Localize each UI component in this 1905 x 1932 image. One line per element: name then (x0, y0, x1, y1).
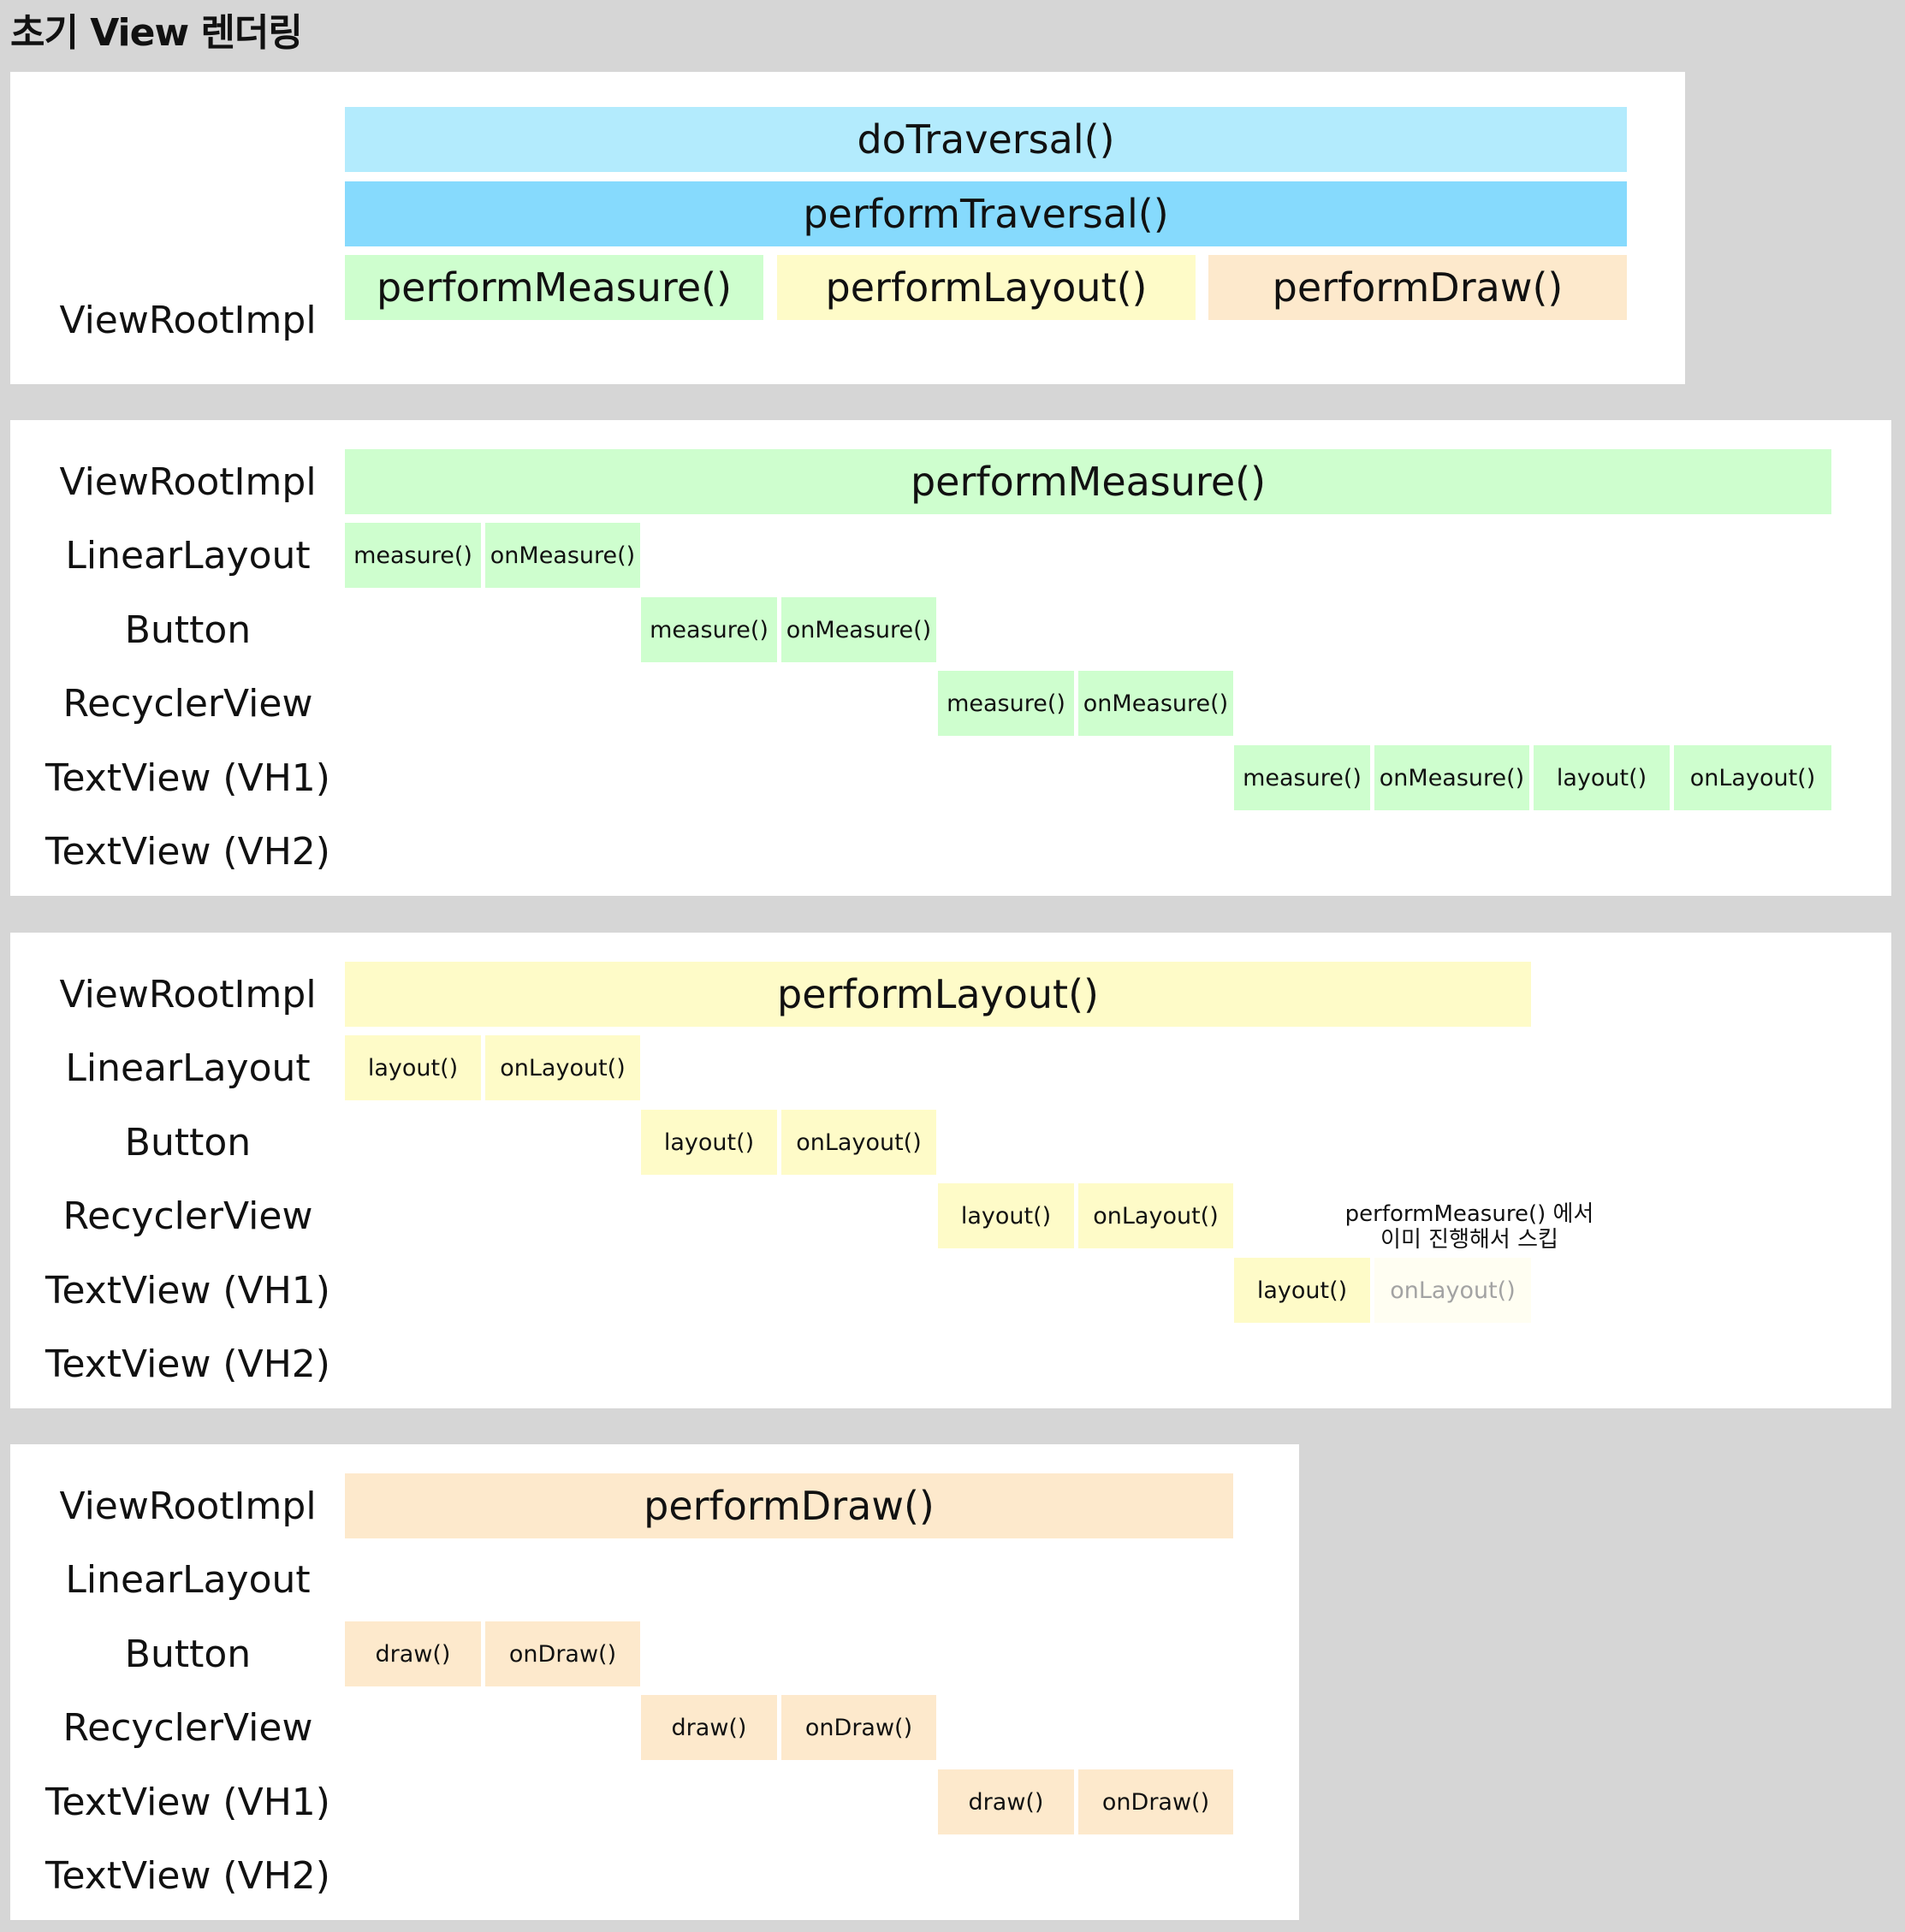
perform-traversal-block: performTraversal() (345, 181, 1627, 246)
recyclerview-ondraw-block: onDraw() (781, 1695, 936, 1760)
row-label-viewrootimpl: ViewRootImpl (59, 972, 317, 1016)
button-layout-block: layout() (641, 1110, 777, 1175)
linearlayout-layout-block: layout() (345, 1035, 481, 1100)
button-draw-block: draw() (345, 1621, 481, 1686)
layout-phase-panel: ViewRootImpl LinearLayout Button Recycle… (10, 933, 1891, 1408)
row-label-button: Button (124, 1120, 252, 1165)
row-label-linearlayout: LinearLayout (65, 1046, 311, 1090)
measure-phase-panel: ViewRootImpl LinearLayout Button Recycle… (10, 420, 1891, 896)
perform-draw-block: performDraw() (345, 1473, 1233, 1538)
vh1-measure-block: measure() (1234, 745, 1370, 810)
linearlayout-onmeasure-block: onMeasure() (485, 523, 640, 588)
perform-layout-block: performLayout() (777, 255, 1196, 320)
row-label-viewrootimpl: ViewRootImpl (59, 1484, 317, 1528)
recyclerview-layout-block: layout() (938, 1183, 1074, 1248)
perform-layout-block: performLayout() (345, 962, 1531, 1027)
row-label-viewrootimpl: ViewRootImpl (59, 459, 317, 504)
row-label-textview-vh2: TextView (VH2) (45, 1853, 330, 1898)
button-onlayout-block: onLayout() (781, 1110, 936, 1175)
button-ondraw-block: onDraw() (485, 1621, 640, 1686)
perform-measure-block: performMeasure() (345, 449, 1831, 514)
recyclerview-onmeasure-block: onMeasure() (1078, 671, 1233, 736)
row-label-linearlayout: LinearLayout (65, 1557, 311, 1602)
draw-phase-panel: ViewRootImpl LinearLayout Button Recycle… (10, 1444, 1299, 1920)
recyclerview-draw-block: draw() (641, 1695, 777, 1760)
row-label-recyclerview: RecyclerView (62, 1705, 313, 1750)
linearlayout-onlayout-block: onLayout() (485, 1035, 640, 1100)
vh1-onlayout-skipped-block: onLayout() (1374, 1258, 1531, 1323)
vh1-layout-block: layout() (1234, 1258, 1370, 1323)
do-traversal-block: doTraversal() (345, 107, 1627, 172)
row-label-textview-vh2: TextView (VH2) (45, 829, 330, 874)
button-measure-block: measure() (641, 597, 777, 662)
vh1-ondraw-block: onDraw() (1078, 1769, 1233, 1834)
row-label-button: Button (124, 607, 252, 652)
row-label-textview-vh1: TextView (VH1) (45, 756, 330, 800)
overview-panel: ViewRootImpl doTraversal() performTraver… (10, 72, 1685, 384)
diagram-title: 초기 View 렌더링 (10, 11, 303, 55)
perform-measure-block: performMeasure() (345, 255, 763, 320)
row-label-recyclerview: RecyclerView (62, 1194, 313, 1238)
row-label-recyclerview: RecyclerView (62, 681, 313, 726)
vh1-onlayout-block: onLayout() (1674, 745, 1831, 810)
vh1-layout-block: layout() (1534, 745, 1670, 810)
row-label-linearlayout: LinearLayout (65, 533, 311, 578)
skip-note: performMeasure() 에서 이미 진행해서 스킵 (1337, 1201, 1602, 1253)
row-label-textview-vh2: TextView (VH2) (45, 1342, 330, 1386)
row-label-viewrootimpl: ViewRootImpl (59, 298, 317, 342)
vh1-onmeasure-block: onMeasure() (1374, 745, 1529, 810)
recyclerview-onlayout-block: onLayout() (1078, 1183, 1233, 1248)
row-label-button: Button (124, 1632, 252, 1676)
row-label-textview-vh1: TextView (VH1) (45, 1780, 330, 1824)
recyclerview-measure-block: measure() (938, 671, 1074, 736)
skip-note-line2: 이미 진행해서 스킵 (1380, 1227, 1558, 1253)
skip-note-line1: performMeasure() 에서 (1344, 1201, 1594, 1227)
vh1-draw-block: draw() (938, 1769, 1074, 1834)
perform-draw-block: performDraw() (1208, 255, 1627, 320)
linearlayout-measure-block: measure() (345, 523, 481, 588)
row-label-textview-vh1: TextView (VH1) (45, 1268, 330, 1313)
button-onmeasure-block: onMeasure() (781, 597, 936, 662)
